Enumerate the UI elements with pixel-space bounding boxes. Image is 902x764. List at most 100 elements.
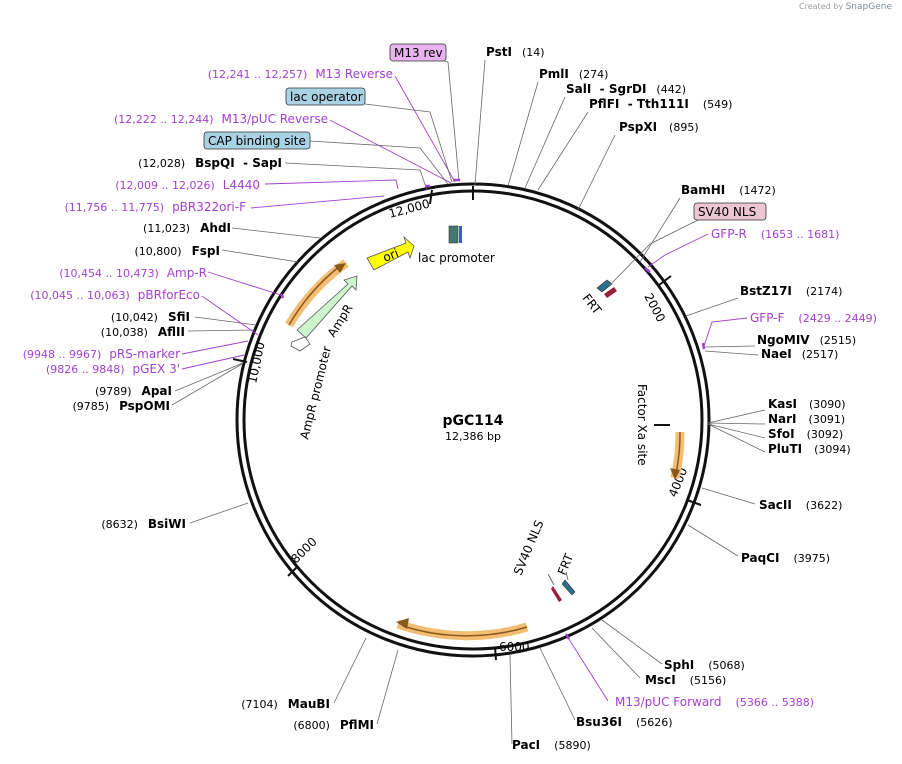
lac-promoter-label: lac promoter — [418, 251, 495, 265]
plasmid-length: 12,386 bp — [445, 430, 501, 443]
primer-gfp-r: GFP-R(1653 .. 1681) — [711, 227, 839, 241]
primer-pgex-3: (9826 .. 9848)pGEX 3' — [46, 362, 180, 376]
leader-m13puc-forward — [566, 635, 609, 702]
primer-prs-marker: (9948 .. 9967)pRS-marker — [23, 347, 180, 361]
leader-paqci — [687, 524, 739, 557]
brand-name: SnapGene — [845, 2, 892, 12]
leader-ngomiv — [704, 345, 756, 348]
tick-2000 — [658, 275, 672, 286]
orange-arc-top-left-head — [334, 263, 346, 273]
sv40-top-mark — [604, 287, 617, 298]
leader-ampr-primer — [207, 271, 285, 297]
leader-fspi — [221, 249, 299, 263]
boxed-feature-m13-rev: M13 rev — [389, 43, 447, 62]
leader-gfp-f — [703, 317, 748, 347]
leader-kasi — [707, 409, 766, 424]
site-ngomiv: NgoMIV(2515) — [757, 333, 856, 347]
site-psti: PstI(14) — [486, 45, 545, 59]
primer-pbrforeco: (10,045 .. 10,063)pBRforEco — [30, 288, 200, 302]
boxed-feature-sv40-nls: SV40 NLS — [693, 202, 767, 221]
primer-gfp-f: GFP-F(2429 .. 2449) — [750, 311, 877, 325]
leader-bsiwi — [189, 502, 249, 524]
leader-pspxi — [577, 134, 616, 211]
frt-bottom-mark — [561, 579, 576, 596]
leader-sv40-box — [608, 218, 701, 287]
leader-prs-marker — [181, 340, 249, 355]
tick-12000 — [429, 189, 433, 205]
leaders-right — [474, 59, 766, 745]
leaders-boxes — [309, 59, 701, 287]
sv40-bottom-mark — [551, 586, 562, 602]
orange-arc-right-head — [670, 468, 680, 480]
leader-l4440 — [264, 179, 399, 190]
leader-bspqi — [284, 162, 428, 191]
site-sfii: (10,042)SfiI — [111, 310, 190, 324]
leader-pgex — [181, 354, 245, 370]
sv40-bottom-label: SV40 NLS — [511, 518, 547, 577]
leader-bsu36i — [539, 647, 576, 721]
box-label-sv40-nls: SV40 NLS — [698, 205, 756, 219]
primer-amp-r: (10,454 .. 10,473)Amp-R — [59, 266, 207, 280]
leader-pluti — [707, 423, 766, 453]
leader-pspomi — [171, 363, 243, 406]
site-fspi: (10,800)FspI — [135, 244, 220, 258]
leader-pbrforeco — [201, 295, 259, 336]
ampr-promoter-label: AmpR promoter — [297, 345, 334, 441]
tick-label-6000: 6000 — [499, 640, 530, 654]
site-bamhi: BamHI(1472) — [681, 183, 776, 197]
primer-m13-reverse: (12,241 .. 12,257)M13 Reverse — [208, 67, 393, 81]
leader-msci — [591, 627, 641, 679]
tick-4000 — [686, 499, 702, 506]
leader-lac-operator-box — [364, 103, 453, 183]
leader-pmli — [507, 81, 539, 187]
orange-arc-bottom-core — [402, 625, 528, 637]
tick-8000 — [287, 566, 298, 577]
site-bspqi-sapi: (12,028)BspQI - SapI — [138, 156, 282, 170]
primer-m13puc-reverse: (12,222 .. 12,244)M13/pUC Reverse — [114, 112, 328, 126]
boxed-feature-lac-operator: lac operator — [285, 87, 366, 106]
leader-nari — [707, 422, 766, 425]
site-paqci: PaqCI(3975) — [741, 551, 830, 565]
site-sfoi: SfoI(3092) — [768, 427, 843, 441]
site-pspxi: PspXI(895) — [619, 120, 699, 134]
primer-mark-gfp-f — [701, 342, 706, 350]
orange-arc-top-left-core — [288, 265, 341, 326]
primer-mark-m13f — [564, 633, 571, 640]
ori-arrow — [366, 235, 415, 271]
site-pluti: PluTI(3094) — [768, 442, 851, 456]
primer-mark-ampr — [279, 293, 285, 299]
box-label-lac-operator: lac operator — [290, 90, 363, 104]
leader-sfoi — [707, 423, 766, 439]
leader-cap-box — [309, 140, 449, 185]
leader-psti — [474, 59, 486, 186]
sv40-bottom-leader — [547, 573, 555, 586]
leader-m13puc-reverse — [329, 119, 452, 184]
frt-top-label: FRT — [580, 291, 605, 317]
tick-6000 — [494, 646, 497, 661]
leader-ahdi — [231, 227, 321, 239]
sites-right: PstI(14) PmlI(274) SalI - SgrDI(442) Pfl… — [486, 45, 856, 752]
leader-m13rev-box — [439, 59, 460, 182]
backbone-outer — [235, 182, 711, 658]
ampr-arrow — [296, 275, 358, 339]
box-label-cap-binding-site: CAP binding site — [208, 134, 306, 148]
leader-paci — [509, 654, 513, 745]
site-nari: NarI(3091) — [768, 412, 845, 426]
factor-xa-label: Factor Xa site — [635, 384, 649, 466]
site-naei: NaeI(2517) — [761, 347, 838, 361]
leader-maubi — [333, 637, 367, 704]
leader-m13-reverse — [394, 75, 456, 183]
tick-10000 — [232, 358, 248, 363]
primer-labels: (12,241 .. 12,257)M13 Reverse (12,222 ..… — [23, 67, 877, 709]
leader-bstz17i — [685, 297, 739, 317]
snapgene-brand: Created by SnapGene — [799, 2, 892, 12]
site-msci: MscI(5156) — [645, 673, 726, 687]
leader-aflii — [187, 329, 256, 332]
leader-naei — [704, 350, 759, 356]
lac-operator-mark — [459, 226, 462, 243]
site-pflfi-tth111i: PflFI - Tth111I(549) — [589, 97, 732, 111]
plasmid-name: pGC114 — [442, 413, 503, 429]
site-aflii: (10,038)AflII — [101, 325, 185, 339]
primer-mark-gfp-r — [644, 267, 651, 273]
